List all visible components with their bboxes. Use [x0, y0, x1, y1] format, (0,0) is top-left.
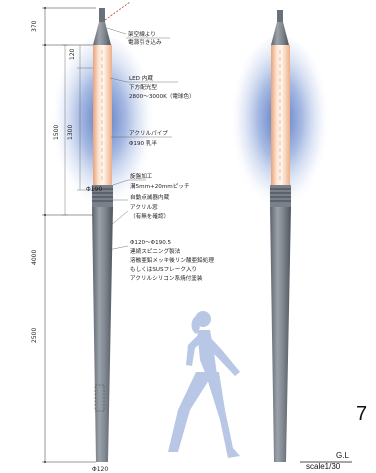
power-feed-cable: [104, 1, 131, 21]
pole-left: [92, 207, 113, 462]
svg-text:Φ190 乳半: Φ190 乳半: [129, 139, 157, 147]
access-door-left: [94, 384, 105, 412]
svg-text:（有無を確認）: （有無を確認）: [130, 212, 169, 220]
leader-lines: [106, 27, 178, 251]
svg-text:架空線より: 架空線より: [128, 30, 156, 38]
svg-text:2800〜3000K（電球色）: 2800〜3000K（電球色）: [129, 92, 195, 100]
page-number: 7: [356, 403, 367, 425]
svg-text:旋盤加工: 旋盤加工: [130, 172, 153, 180]
annotation-pole: Φ120〜Φ190.5 連続スピニング製法 溶融亜鉛メッキ後リン酸亜鉛処理 もし…: [130, 240, 214, 282]
dim-light-outer: 1500: [53, 125, 60, 140]
dimension-lines: [42, 7, 96, 463]
svg-text:電源引き込み: 電源引き込み: [128, 38, 162, 46]
ground-label: G.L: [336, 451, 349, 460]
svg-text:アクリルシリコン系焼付塗装: アクリルシリコン系焼付塗装: [130, 274, 203, 282]
top-cap-left: [93, 22, 111, 45]
acrylic-lamp-left: [93, 45, 112, 185]
svg-text:LED 内蔵: LED 内蔵: [129, 74, 153, 82]
acrylic-lamp-right: [271, 45, 290, 185]
dim-light-inner: 1300: [67, 125, 74, 140]
top-stem-right: [277, 10, 283, 22]
luminaire-left: [51, 1, 155, 462]
scale-label: scale1/30: [306, 462, 341, 471]
dim-dia-light: Φ190: [86, 186, 102, 193]
pedestrian-silhouette: [168, 311, 240, 458]
dim-top: 370: [31, 20, 38, 32]
dim-dia-base: Φ120: [92, 466, 108, 473]
svg-text:Φ120〜Φ190.5: Φ120〜Φ190.5: [130, 240, 172, 246]
svg-text:自動点滅器内蔵: 自動点滅器内蔵: [130, 193, 170, 201]
spiral-grooves-left: [92, 185, 113, 207]
top-cap-right: [271, 22, 289, 45]
dim-total: 4000: [31, 250, 38, 265]
svg-text:溶融亜鉛メッキ後リン酸亜鉛処理: 溶融亜鉛メッキ後リン酸亜鉛処理: [130, 256, 214, 264]
annotation-sensor: 自動点滅器内蔵: [130, 193, 170, 201]
svg-text:下方配光型: 下方配光型: [129, 83, 157, 91]
luminaire-right: [230, 10, 330, 462]
annotation-acrylic-pipe: アクリルパイプ Φ190 乳半: [129, 130, 168, 147]
svg-text:もしくはSUSフレーク入り: もしくはSUSフレーク入り: [130, 266, 197, 273]
svg-text:連続スピニング製法: 連続スピニング製法: [130, 247, 181, 255]
spiral-grooves-right: [270, 185, 291, 207]
svg-text:アクリル窓: アクリル窓: [130, 203, 158, 211]
annotation-feed: 架空線より 電源引き込み: [128, 30, 162, 46]
svg-text:アクリルパイプ: アクリルパイプ: [129, 130, 168, 137]
pole-right: [270, 207, 291, 462]
dim-base: 2500: [31, 328, 38, 343]
svg-text:溝5mm+20mmピッチ: 溝5mm+20mmピッチ: [130, 182, 190, 190]
dim-pipe-small: 120: [69, 48, 76, 60]
annotation-led: LED 内蔵 下方配光型 2800〜3000K（電球色）: [129, 74, 195, 100]
annotation-window: アクリル窓 （有無を確認）: [130, 203, 169, 220]
top-stem-left: [99, 8, 105, 22]
annotation-spiral: 旋盤加工 溝5mm+20mmピッチ: [130, 172, 190, 190]
